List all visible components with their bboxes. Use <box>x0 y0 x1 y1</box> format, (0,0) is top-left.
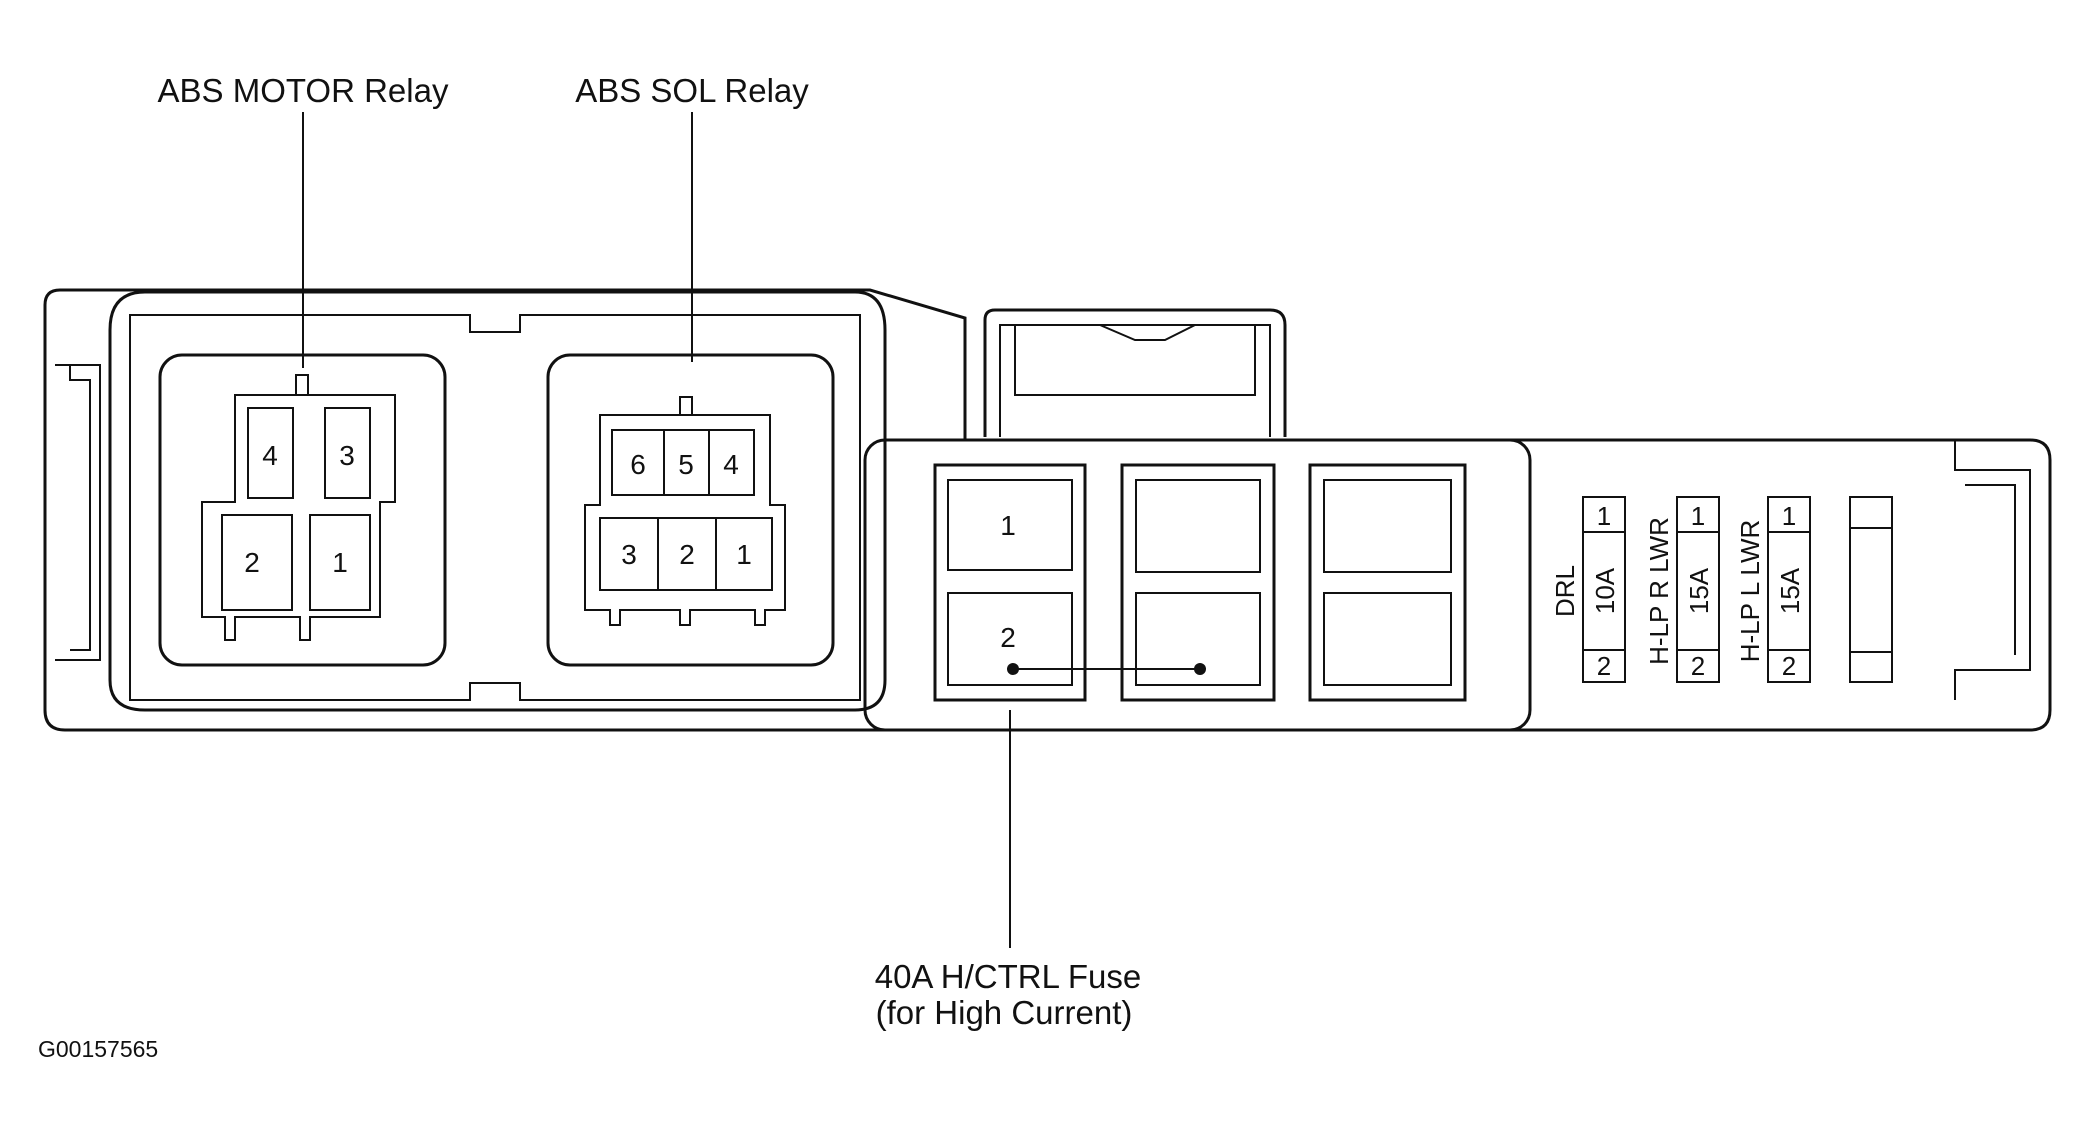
h-ctrl-fuse-callout-line2: (for High Current) <box>876 994 1133 1031</box>
figure-code: G00157565 <box>38 1036 158 1062</box>
cartridge-fuse-block: 1 2 <box>863 438 1532 732</box>
h-lp-l-lwr-rating: 15A <box>1775 567 1805 614</box>
spare-fuse-slot <box>1849 496 1893 683</box>
pin-2-slot <box>221 514 293 611</box>
mini-fuse-h-lp-r-lwr: 1 2 15A H-LP R LWR <box>1644 496 1720 683</box>
drl-rating: 10A <box>1590 567 1620 614</box>
mini-fuse-drl: 1 2 10A DRL <box>1550 496 1626 683</box>
h-lp-r-lwr-pin-1: 1 <box>1691 501 1705 531</box>
pin-1-slot <box>309 514 371 611</box>
fuse-cavity-3 <box>1308 463 1467 702</box>
abs-motor-pin-4: 4 <box>262 440 278 471</box>
fuse-cavity-2 <box>1120 463 1276 702</box>
abs-motor-pin-3: 3 <box>339 440 355 471</box>
h-ctrl-fuse-pin-2: 2 <box>1000 622 1016 653</box>
abs-sol-relay-callout: ABS SOL Relay <box>575 72 809 109</box>
h-lp-l-lwr-pin-1: 1 <box>1782 501 1796 531</box>
top-latch <box>983 308 1287 437</box>
abs-sol-relay-socket: 6 5 4 3 2 1 <box>546 353 835 667</box>
abs-motor-relay-callout: ABS MOTOR Relay <box>158 72 449 109</box>
mini-fuse-section: 1 2 10A DRL 1 2 15A H-LP R LWR 1 2 15A H… <box>1550 496 1893 683</box>
h-lp-l-lwr-label: H-LP L LWR <box>1735 520 1765 663</box>
h-lp-r-lwr-label: H-LP R LWR <box>1644 517 1674 665</box>
abs-sol-pin-5: 5 <box>678 449 694 480</box>
h-lp-r-lwr-pin-2: 2 <box>1691 651 1705 681</box>
abs-motor-pin-2: 2 <box>244 547 260 578</box>
h-lp-r-lwr-rating: 15A <box>1684 567 1714 614</box>
relay-section: 4 3 2 1 6 5 4 3 2 1 <box>108 290 887 712</box>
pin-3-slot <box>324 407 371 499</box>
abs-motor-relay-socket: 4 3 2 1 <box>158 353 447 667</box>
abs-sol-pin-1: 1 <box>736 539 752 570</box>
h-lp-l-lwr-pin-2: 2 <box>1782 651 1796 681</box>
abs-sol-pin-3: 3 <box>621 539 637 570</box>
drl-pin-1: 1 <box>1597 501 1611 531</box>
connection-dot-right <box>1194 663 1206 675</box>
drl-pin-2: 2 <box>1597 651 1611 681</box>
h-ctrl-fuse-cavity: 1 2 <box>933 463 1087 702</box>
h-ctrl-fuse-pin-1: 1 <box>1000 510 1016 541</box>
abs-sol-pin-2: 2 <box>679 539 695 570</box>
housing <box>43 288 2052 732</box>
pin-4-slot <box>247 407 294 499</box>
abs-motor-pin-1: 1 <box>332 547 348 578</box>
abs-sol-pin-4: 4 <box>723 449 739 480</box>
mini-fuse-h-lp-l-lwr: 1 2 15A H-LP L LWR <box>1735 496 1811 683</box>
connection-dot-left <box>1007 663 1019 675</box>
h-ctrl-fuse-callout-line1: 40A H/CTRL Fuse <box>875 958 1142 995</box>
drl-label: DRL <box>1550 565 1580 617</box>
abs-sol-pin-6: 6 <box>630 449 646 480</box>
